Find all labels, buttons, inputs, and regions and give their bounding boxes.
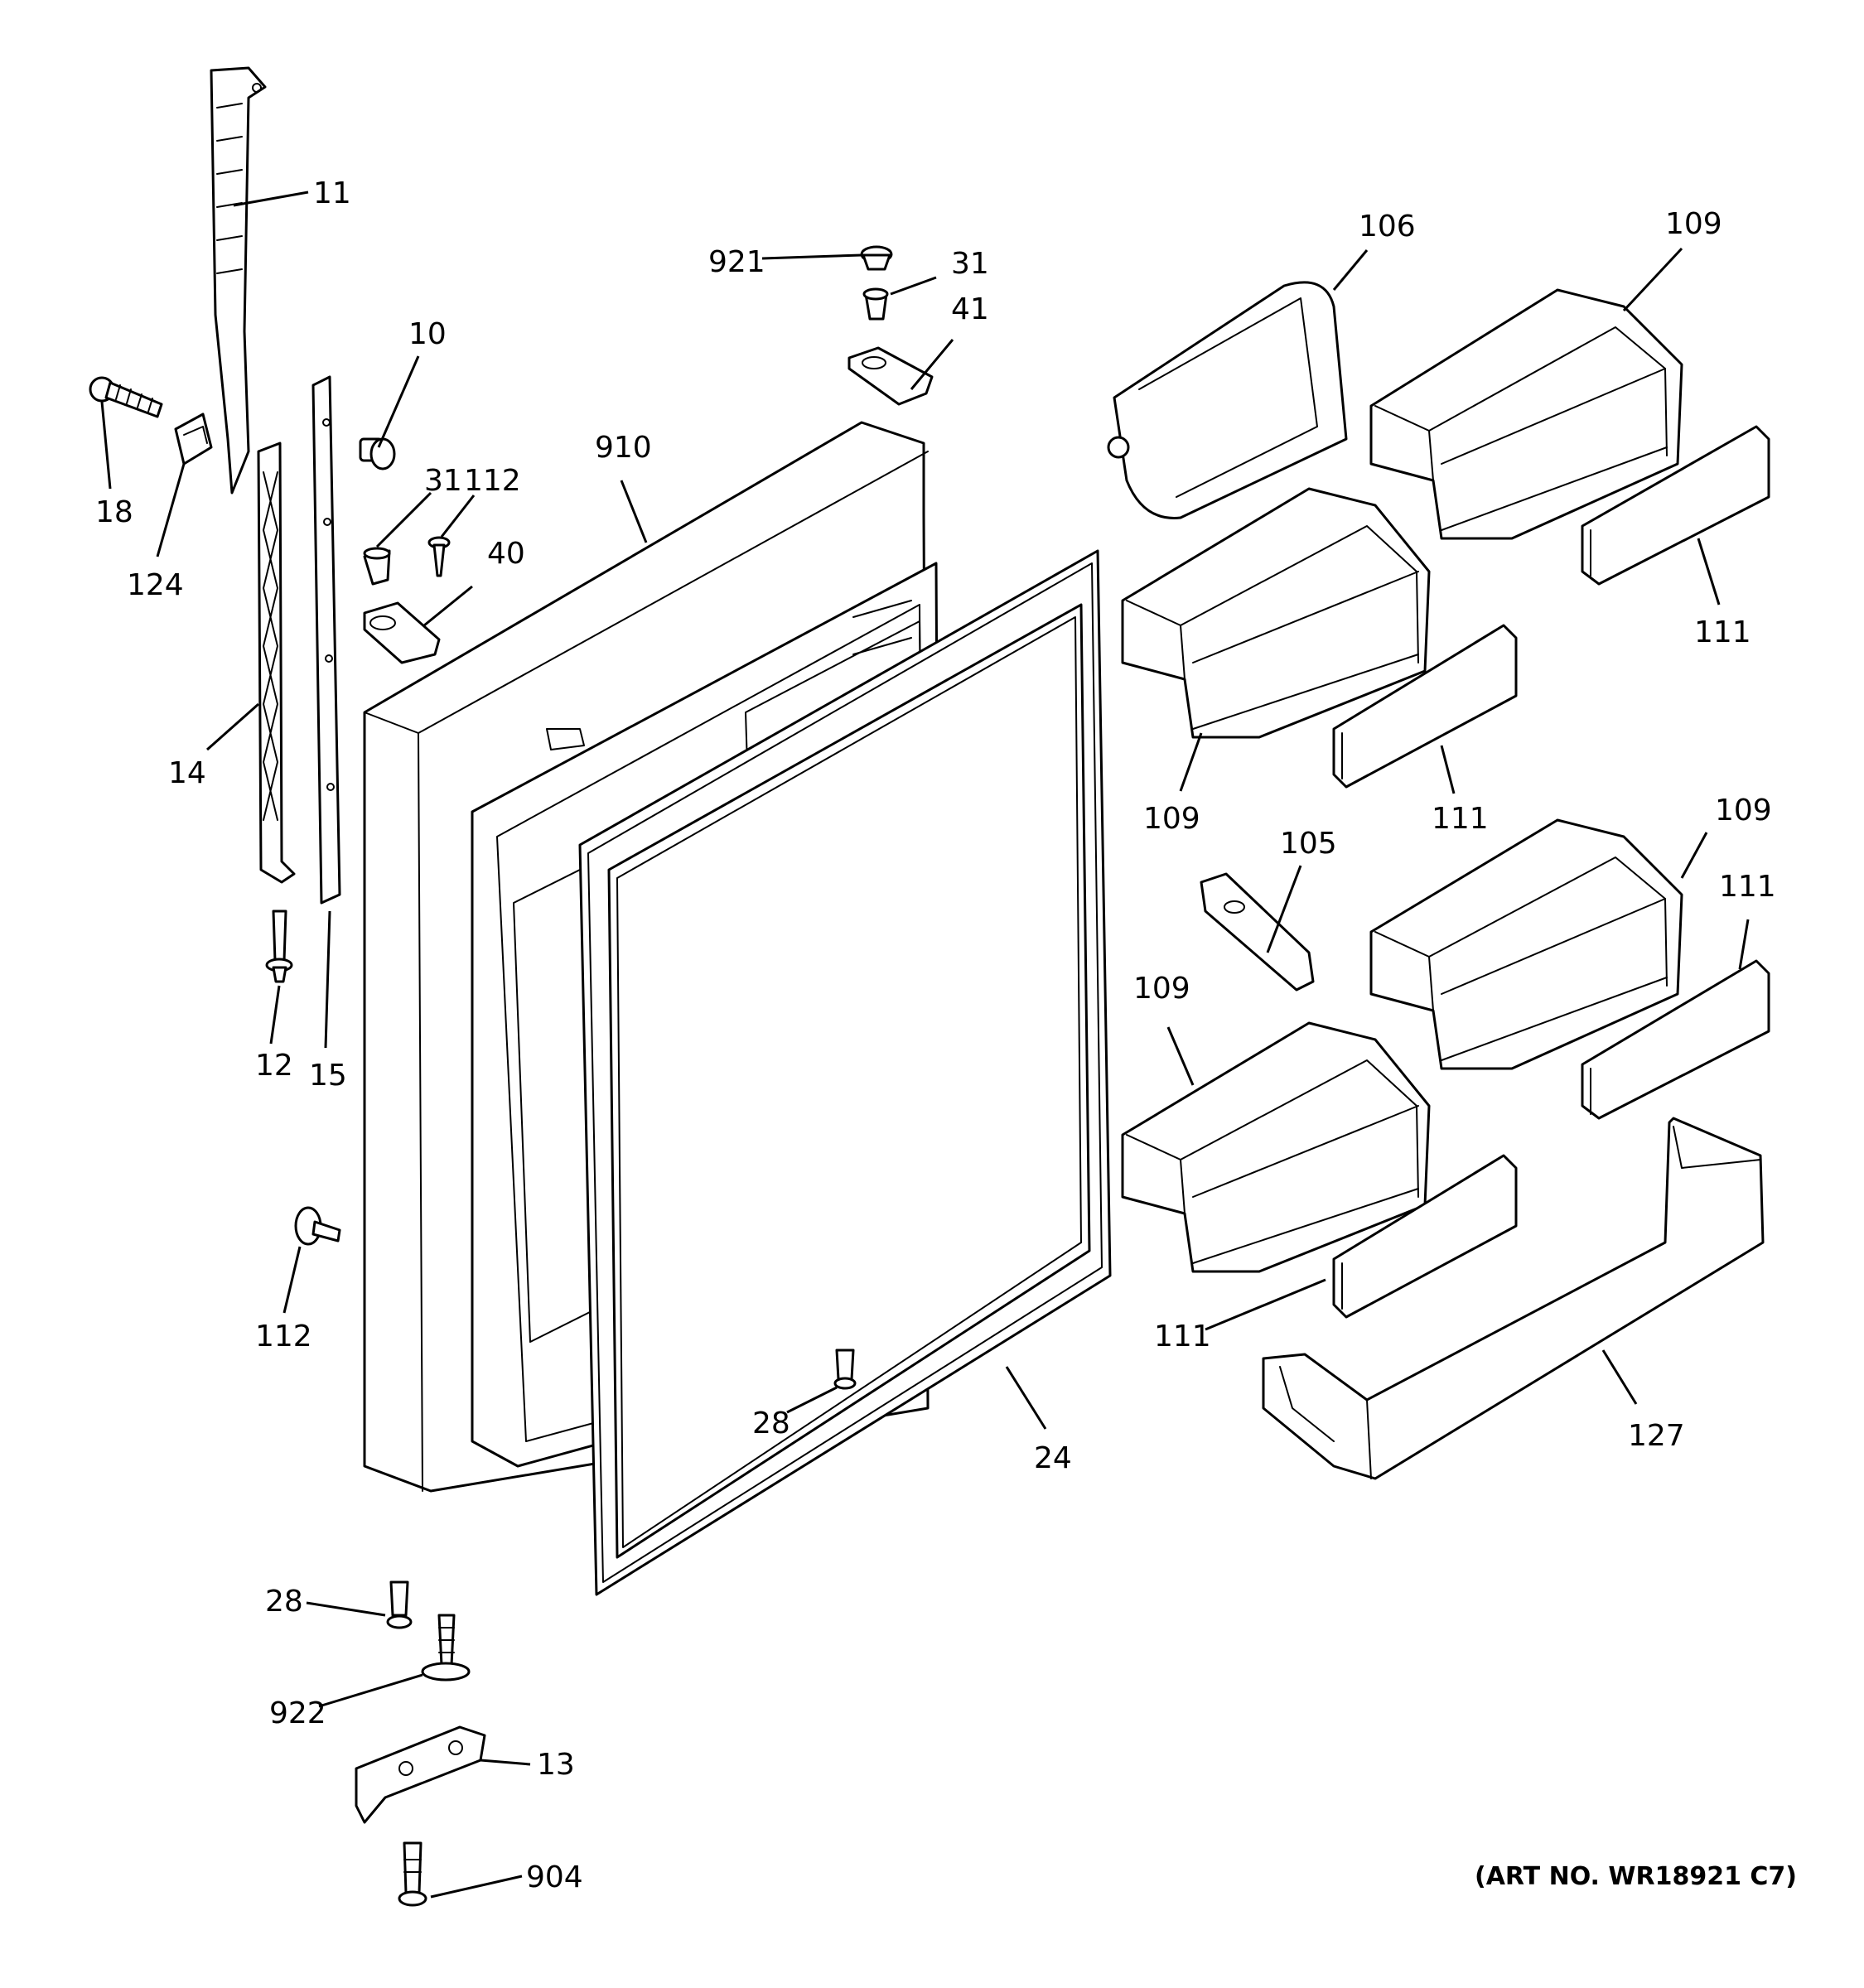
callout-labels: 11 18 124 14 10 15 12 112 31 112 40 41 9… bbox=[95, 176, 1776, 1894]
callout-15: 15 bbox=[309, 1059, 347, 1093]
part-12-pin bbox=[265, 910, 293, 983]
callout-109-lower-left: 109 bbox=[1133, 972, 1190, 1006]
callout-10: 10 bbox=[408, 317, 447, 351]
part-124-clip bbox=[174, 413, 213, 466]
callout-40: 40 bbox=[487, 537, 525, 571]
callout-106: 106 bbox=[1359, 210, 1416, 244]
part-13-hinge-bracket bbox=[355, 1725, 486, 1824]
part-109-bin-upper-left bbox=[1121, 487, 1431, 739]
callout-105: 105 bbox=[1280, 827, 1337, 861]
callout-111-lower: 111 bbox=[1154, 1320, 1211, 1353]
part-10-plug bbox=[359, 437, 396, 470]
part-14-channel-bracket bbox=[257, 442, 296, 884]
part-109-bin-lower-left bbox=[1121, 1021, 1431, 1273]
callout-111-right: 111 bbox=[1719, 870, 1776, 904]
part-921-cap bbox=[860, 245, 893, 271]
part-922-shoulder-screw bbox=[421, 1614, 471, 1682]
part-112-screw-upper bbox=[427, 536, 451, 577]
part-11-hinge-bar bbox=[210, 66, 267, 495]
part-111-bin-front-top bbox=[1581, 425, 1770, 586]
callout-124: 124 bbox=[127, 568, 184, 602]
callout-11: 11 bbox=[313, 176, 351, 210]
callout-18: 18 bbox=[95, 495, 133, 529]
callout-28-center: 28 bbox=[752, 1407, 790, 1440]
callout-24: 24 bbox=[1034, 1441, 1072, 1475]
callout-31-left: 31 bbox=[424, 464, 462, 498]
callout-127: 127 bbox=[1628, 1419, 1685, 1453]
part-15-strip bbox=[311, 375, 341, 905]
callout-904: 904 bbox=[526, 1860, 583, 1894]
callout-41: 41 bbox=[951, 292, 989, 326]
part-111-bin-front-right bbox=[1581, 959, 1770, 1120]
leader-lines bbox=[100, 191, 1750, 1899]
part-112-screw-lower bbox=[294, 1206, 341, 1246]
callout-922: 922 bbox=[269, 1696, 326, 1730]
part-41-hinge-pad bbox=[847, 346, 934, 406]
part-18-screw bbox=[89, 376, 163, 418]
part-109-bin-top-right bbox=[1369, 288, 1683, 540]
part-31-bushing-left bbox=[363, 547, 391, 586]
part-24-door-gasket bbox=[578, 549, 1112, 1596]
part-106-dairy-cover bbox=[1107, 281, 1348, 519]
part-28-stop-lower bbox=[386, 1580, 413, 1629]
art-number: (ART NO. WR18921 C7) bbox=[1475, 1862, 1797, 1891]
callout-921: 921 bbox=[708, 245, 765, 279]
part-40-hinge-pad bbox=[363, 601, 441, 664]
part-105-divider bbox=[1200, 872, 1315, 992]
callout-112-lower: 112 bbox=[255, 1320, 312, 1353]
callout-112-upper: 112 bbox=[464, 464, 521, 498]
part-127-bottom-bin bbox=[1262, 1117, 1765, 1480]
callout-109-lower-right: 109 bbox=[1715, 794, 1772, 828]
callout-28-lower: 28 bbox=[265, 1585, 303, 1619]
part-111-bin-front-lower bbox=[1332, 1154, 1518, 1319]
callout-109-top-right: 109 bbox=[1665, 207, 1722, 241]
part-109-bin-lower-right bbox=[1369, 818, 1683, 1070]
part-31-bushing-top bbox=[862, 287, 889, 321]
part-904-hinge-pin bbox=[398, 1841, 427, 1907]
callout-12: 12 bbox=[255, 1049, 293, 1083]
callout-13: 13 bbox=[537, 1748, 575, 1782]
callout-31-top: 31 bbox=[951, 247, 989, 281]
callout-14: 14 bbox=[168, 756, 206, 790]
callout-109-upper-left: 109 bbox=[1143, 802, 1200, 836]
callout-111-top: 111 bbox=[1694, 615, 1751, 649]
callout-910: 910 bbox=[595, 431, 652, 465]
part-28-stop-center bbox=[833, 1349, 857, 1390]
callout-111-mid: 111 bbox=[1432, 802, 1489, 836]
part-111-bin-front-mid bbox=[1332, 624, 1518, 789]
